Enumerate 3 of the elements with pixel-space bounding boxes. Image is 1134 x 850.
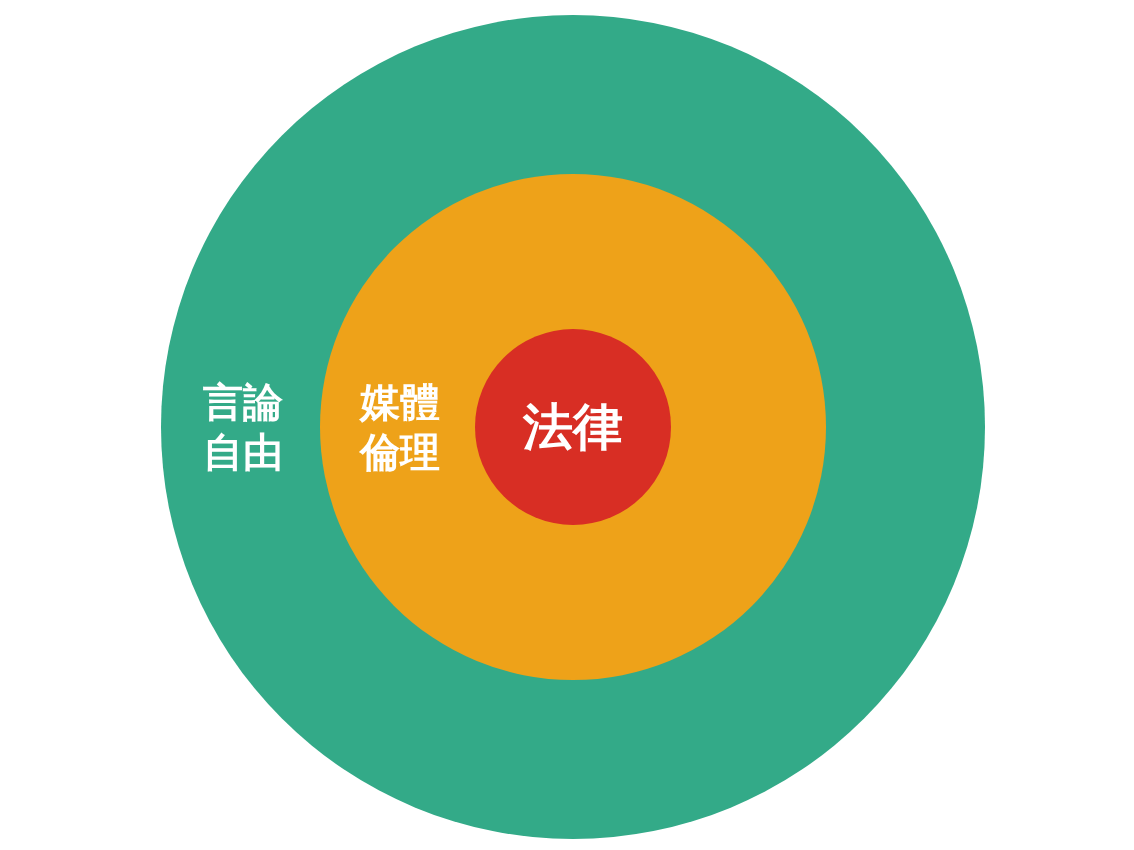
circle-label: 法律 [523, 397, 623, 457]
circle-label: 媒體倫理 [358, 378, 442, 477]
circle-label: 言論自由 [202, 378, 285, 477]
